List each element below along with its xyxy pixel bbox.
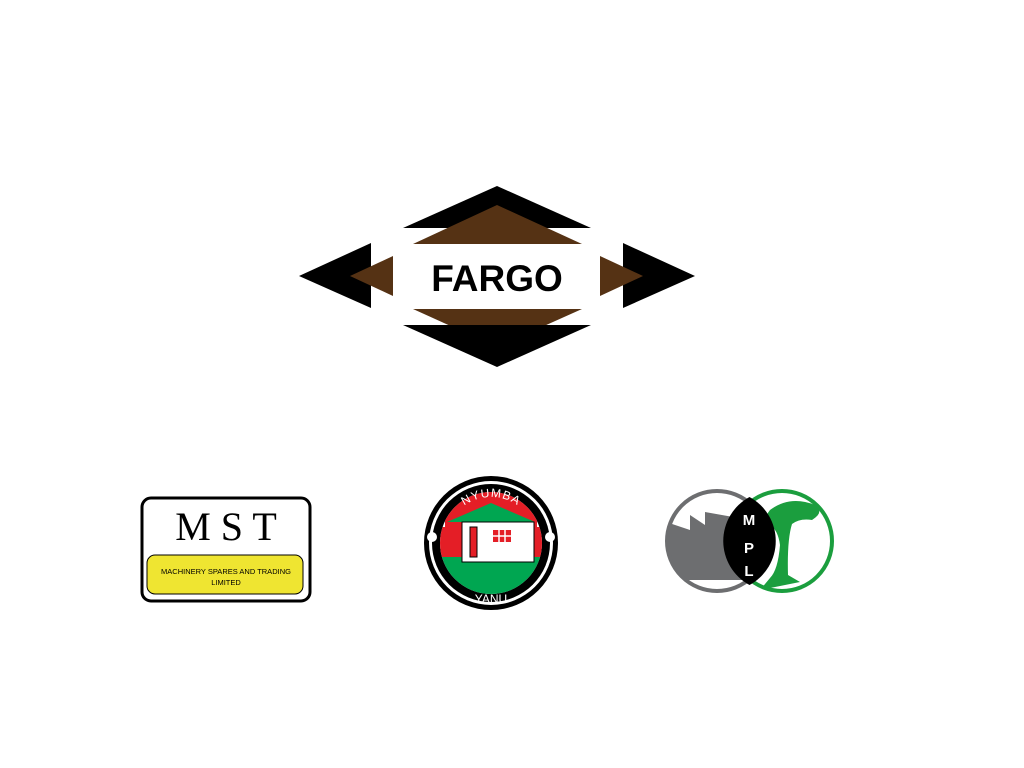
nyumba-top-text: NYUMBA bbox=[459, 486, 523, 508]
mpl-p: P bbox=[744, 540, 754, 557]
mpl-logo: M P L bbox=[665, 489, 834, 593]
svg-text:NYUMBA: NYUMBA bbox=[459, 486, 524, 508]
nyumba-yanu-logo: NYUMBA YANU bbox=[424, 476, 558, 610]
mpl-m: M bbox=[743, 512, 756, 529]
fargo-name: FARGO bbox=[431, 258, 563, 299]
nyumba-bottom-text: YANU bbox=[475, 592, 507, 606]
mst-line1: MACHINERY SPARES AND TRADING bbox=[161, 567, 291, 576]
mst-line2: LIMITED bbox=[211, 578, 241, 587]
mst-logo: M S T MACHINERY SPARES AND TRADING LIMIT… bbox=[140, 496, 312, 603]
mpl-l: L bbox=[744, 563, 753, 580]
fargo-logo: FARGO bbox=[299, 186, 695, 367]
mst-initials: M S T bbox=[175, 504, 277, 549]
